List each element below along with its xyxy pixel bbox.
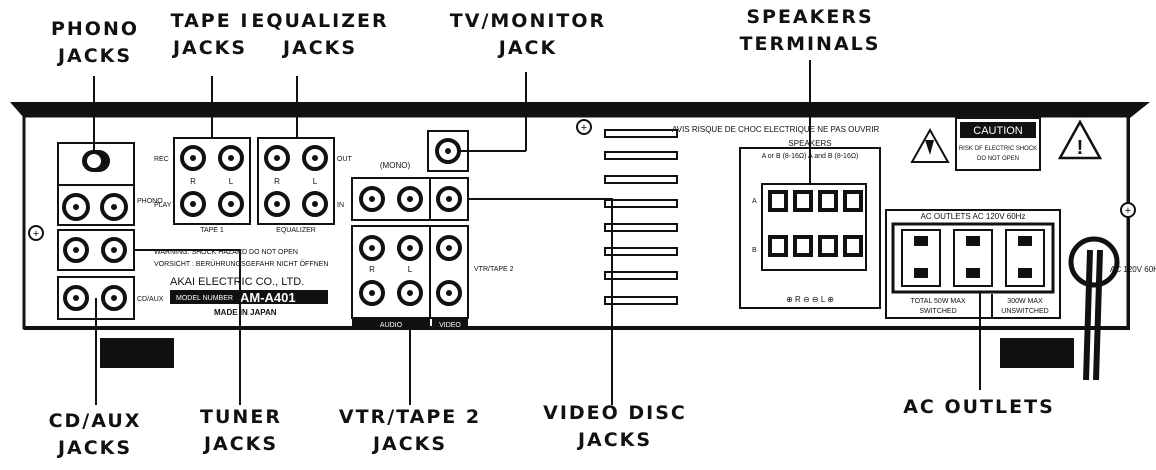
tape1-r-label: R [190,177,196,186]
cd-aux-panel-label: CD/AUX [137,296,164,303]
eq-panel-label: EQUALIZER [276,227,316,234]
caution-title: CAUTION [973,125,1023,137]
model-number-label: MODEL NUMBER [176,295,233,302]
tape1-l-label: L [229,177,234,186]
svg-text:+: + [581,122,587,134]
phono-jack-block: PHONO [57,142,163,226]
model-plate: MODEL NUMBER AM-A401 [170,290,328,305]
audio-label: AUDIO [380,322,403,329]
ac-outlets-spec: AC OUTLETS AC 120V 60Hz [921,212,1026,221]
made-in-label: MADE IN JAPAN [214,308,277,317]
svg-text:+: + [1125,205,1131,217]
speaker-a-label: A [752,198,757,205]
power-cord: AC 120V 60Hz 250W [1068,236,1156,381]
video-label: VIDEO [439,322,461,329]
switched-total-label: TOTAL 50W MAX [910,298,965,305]
phono-panel-label: PHONO [137,198,163,205]
tape1-jack-block: R L TAPE 1 REC PLAY [154,137,251,234]
model-name: AM-A401 [240,290,296,305]
video-disc-jack-block: (MONO) [351,161,469,221]
warning-triangle-icon: ! [1057,119,1103,160]
ac-outlets-panel: AC OUTLETS AC 120V 60Hz TOTAL 50W MAX SW… [885,209,1061,319]
svg-text:!: ! [1077,137,1084,159]
maker-label: AKAI ELECTRIC CO., LTD. [170,276,304,288]
unswitched-label: UNSWITCHED [1001,308,1048,315]
caution-line2: DO NOT OPEN [977,156,1019,162]
vtr-panel-label: VTR/TAPE 2 [474,266,514,273]
speaker-polarity-label: ⊕ R ⊖ ⊖ L ⊕ [786,295,834,304]
shock-hazard-icon [910,127,950,163]
switched-label: SWITCHED [919,308,956,315]
unswitched-max-label: 300W MAX [1007,298,1043,305]
speaker-b-label: B [752,247,757,254]
power-rating-label: AC 120V 60Hz 250W [1110,265,1156,274]
ventilation-slots [604,129,678,305]
vtr-r-label: R [369,265,375,274]
avis-warning: AVIS RISQUE DE CHOC ELECTRIQUE NE PAS OU… [672,125,880,134]
warning-english: WARNING: SHOCK HAZARD DO NOT OPEN [154,249,298,256]
eq-out-label: OUT [337,156,353,163]
tape1-play-label: PLAY [154,202,172,209]
equalizer-jack-block: R L EQUALIZER OUT IN [257,137,353,234]
vtr-tape2-jack-block: R L AUDIO VIDEO VTR/TAPE 2 [351,225,514,329]
eq-in-label: IN [337,202,344,209]
eq-r-label: R [274,177,280,186]
vtr-l-label: L [408,265,413,274]
caution-line1: RISK OF ELECTRIC SHOCK [959,146,1037,152]
warning-german: VORSICHT : BERÜHRUNGSGEFAHR NICHT ÖFFNEN [154,260,328,268]
mono-label: (MONO) [380,161,411,170]
screw-icon: + [1120,202,1136,218]
screw-icon: + [28,225,44,241]
caution-label: CAUTION RISK OF ELECTRIC SHOCK DO NOT OP… [955,117,1041,171]
tv-monitor-jack [427,130,469,172]
speaker-terminals: SPEAKERS A or B (8-16Ω) A and B (8-16Ω) … [739,139,881,309]
callout-ac-outlets: AC OUTLETS [903,396,1055,418]
leader-lines [93,60,981,405]
svg-text:+: + [33,228,39,240]
screw-icon: + [576,119,592,135]
eq-l-label: L [313,177,318,186]
tape1-rec-label: REC [154,156,169,163]
tuner-jack-block [57,229,135,271]
tape1-panel-label: TAPE 1 [200,227,224,234]
